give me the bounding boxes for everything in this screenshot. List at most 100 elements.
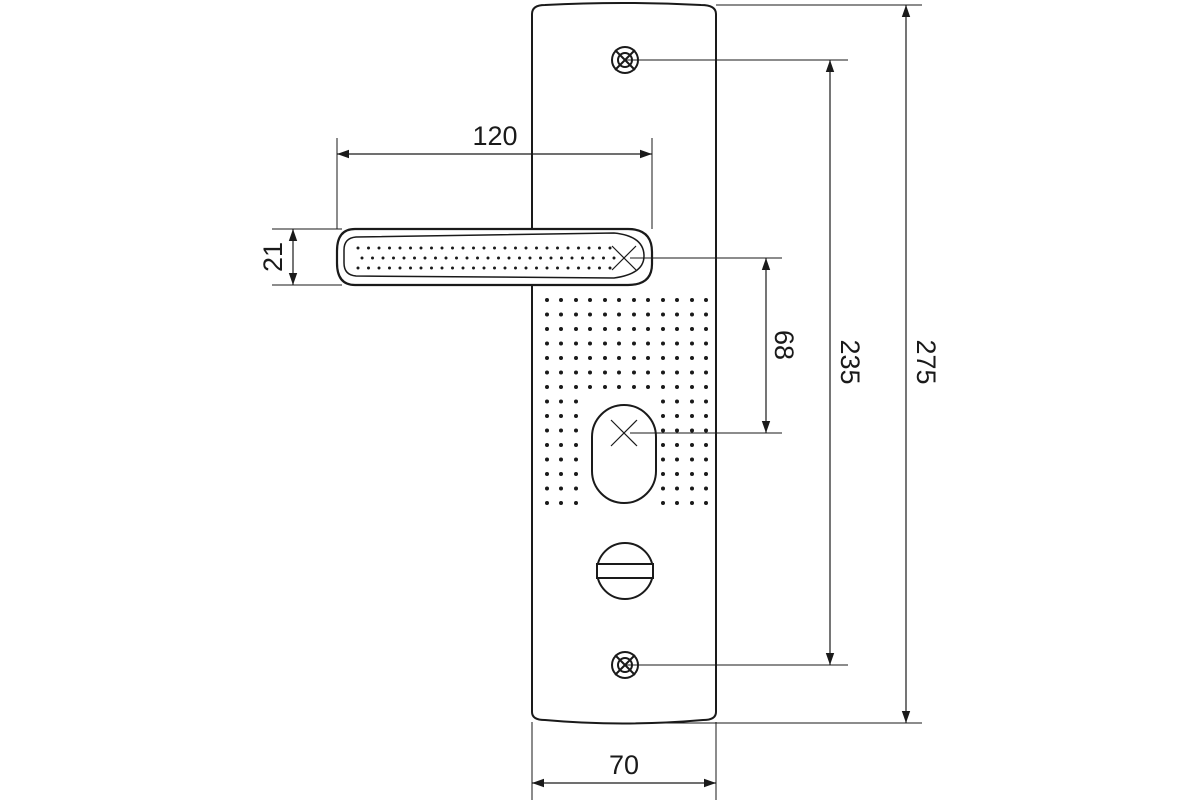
- lever-dot: [402, 256, 406, 260]
- plate-dot: [617, 341, 621, 346]
- plate-dot: [559, 486, 563, 491]
- plate-dot: [603, 356, 607, 360]
- lever-dot: [535, 246, 538, 250]
- plate-dot: [675, 472, 679, 476]
- plate-dot: [545, 385, 549, 389]
- plate-dot: [675, 443, 679, 447]
- plate-dot: [704, 370, 708, 375]
- privacy-turn-knob: [596, 542, 654, 600]
- plate-dot: [559, 298, 563, 302]
- lever-dot: [388, 246, 391, 250]
- plate-dot: [617, 312, 621, 317]
- lever-handle-inner: [343, 232, 645, 279]
- plate-dot: [690, 312, 694, 317]
- lever-dot: [440, 246, 444, 250]
- plate-dot: [661, 327, 665, 331]
- plate-dot: [574, 443, 578, 447]
- plate-dot: [690, 443, 694, 447]
- plate-dot: [690, 428, 694, 433]
- plate-dot: [661, 486, 665, 491]
- plate-dot: [559, 428, 563, 433]
- plate-dot: [690, 370, 694, 375]
- plate-dot: [603, 327, 607, 331]
- lever-dot: [514, 266, 517, 270]
- plate-dot: [675, 312, 679, 317]
- plate-dot: [574, 457, 578, 462]
- plate-dot: [661, 428, 665, 433]
- plate-dot: [704, 356, 708, 360]
- plate-dot: [690, 399, 694, 404]
- plate-dot: [675, 298, 679, 302]
- plate-dot: [704, 385, 708, 389]
- lever-dot: [591, 256, 595, 260]
- lever-dot: [409, 266, 412, 270]
- plate-dot: [574, 341, 578, 346]
- plate-dot: [574, 327, 578, 331]
- plate-dot: [675, 428, 679, 433]
- plate-dot: [675, 486, 679, 491]
- lever-dot: [598, 266, 601, 270]
- plate-dot: [632, 327, 636, 331]
- lever-dot: [524, 266, 528, 270]
- plate-dot: [545, 428, 549, 433]
- lever-dot: [356, 266, 360, 270]
- plate-dot: [690, 414, 694, 418]
- plate-dot: [559, 385, 563, 389]
- lever-dot: [398, 246, 402, 250]
- plate-dot: [690, 501, 694, 505]
- lever-dot: [388, 266, 391, 270]
- lever-dot: [570, 256, 574, 260]
- lever-dot: [507, 256, 511, 260]
- plate-dot-pattern: [545, 298, 708, 505]
- backplate: [531, 2, 717, 725]
- plate-dot: [574, 298, 578, 302]
- lever-dot: [566, 266, 570, 270]
- plate-dot: [559, 399, 563, 404]
- lever-dot: [503, 246, 507, 250]
- lever-dot: [461, 266, 465, 270]
- plate-dot: [632, 356, 636, 360]
- plate-dot: [661, 370, 665, 375]
- lever-dot: [612, 256, 616, 260]
- plate-dot: [661, 399, 665, 404]
- lever-dot: [524, 246, 528, 250]
- lever-dot: [566, 246, 570, 250]
- plate-dot: [617, 385, 621, 389]
- plate-dot: [690, 298, 694, 302]
- lever-dot: [419, 246, 423, 250]
- plate-dot: [704, 443, 708, 447]
- plate-dot: [661, 443, 665, 447]
- plate-dot: [675, 501, 679, 505]
- lever-dot: [493, 266, 496, 270]
- plate-dot: [574, 501, 578, 505]
- plate-dot: [559, 443, 563, 447]
- plate-dot: [588, 327, 592, 331]
- cylinder-cutout: [591, 404, 657, 504]
- plate-dot: [588, 312, 592, 317]
- plate-dot: [646, 341, 650, 346]
- plate-dot: [704, 472, 708, 476]
- lever-dot: [371, 256, 374, 260]
- plate-dot: [574, 486, 578, 491]
- plate-dot: [675, 341, 679, 346]
- plate-dot: [545, 486, 549, 491]
- lever-dot: [482, 266, 486, 270]
- cylinder-center-cross: [610, 419, 638, 447]
- plate-dot: [661, 298, 665, 302]
- lever-dot: [381, 256, 385, 260]
- plate-dot: [559, 341, 563, 346]
- lever-dot: [587, 246, 591, 250]
- plate-dot: [588, 370, 592, 375]
- lever-handle: [335, 227, 654, 287]
- plate-dot: [545, 327, 549, 331]
- plate-dot: [704, 457, 708, 462]
- plate-dot: [704, 414, 708, 418]
- plate-dot: [690, 385, 694, 389]
- lever-dot: [535, 266, 538, 270]
- lever-dot: [392, 256, 395, 260]
- plate-dot: [675, 370, 679, 375]
- lever-dot: [465, 256, 469, 260]
- lever-dot: [577, 246, 580, 250]
- plate-dot: [675, 385, 679, 389]
